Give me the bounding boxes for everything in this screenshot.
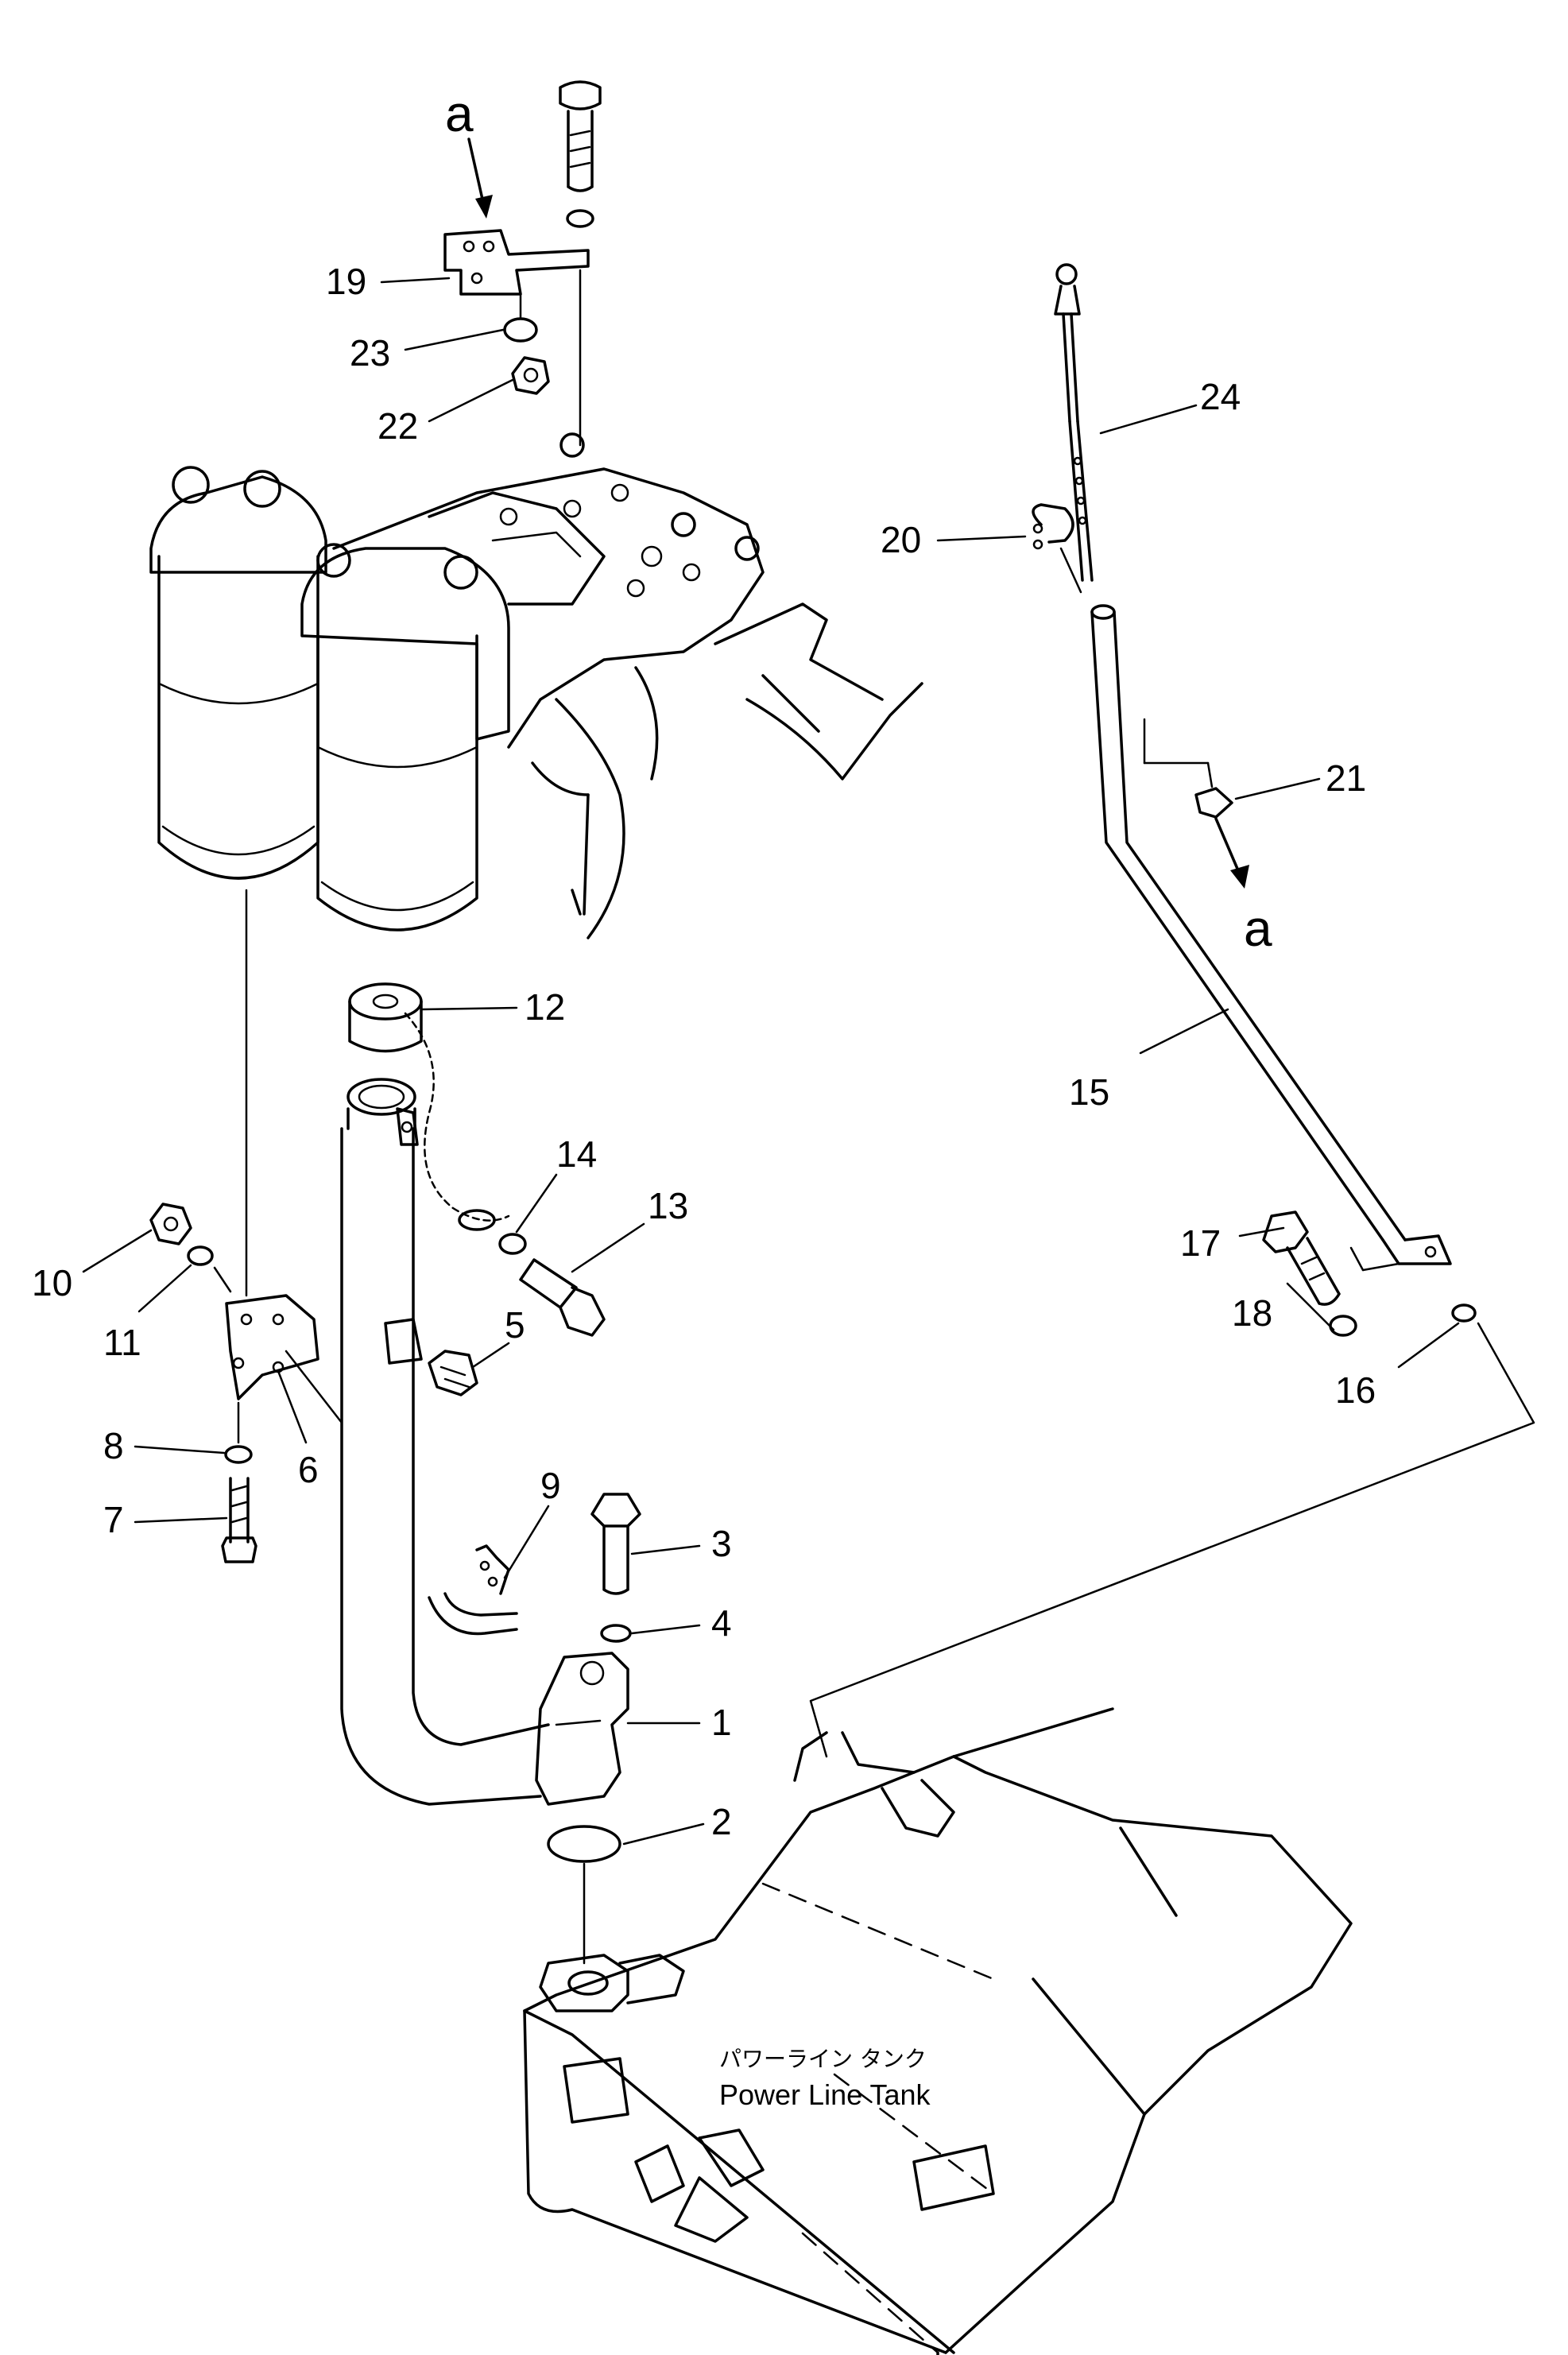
filter-assembly: [149, 432, 923, 939]
callout-1: 1: [711, 1702, 732, 1743]
callout-6: 6: [298, 1449, 319, 1490]
callout-17: 17: [1180, 1222, 1221, 1264]
callout-9: 9: [540, 1465, 561, 1506]
callout-20: 20: [881, 519, 921, 560]
callout-3: 3: [711, 1523, 732, 1564]
callout-5: 5: [505, 1304, 525, 1346]
callout-19: 19: [326, 261, 366, 302]
callout-14: 14: [556, 1133, 597, 1175]
ref-mark-right-a: a: [1244, 900, 1272, 957]
callout-4: 4: [711, 1602, 732, 1644]
callouts: 1 2 3 4 5 6 7 8 9 10 11 12 13: [32, 261, 1460, 1846]
bracket-group-6: [149, 889, 343, 1563]
callout-2: 2: [711, 1801, 732, 1842]
filler-pipe-group: [340, 982, 641, 1965]
callout-13: 13: [648, 1185, 688, 1226]
connection-line-16: [809, 1322, 1535, 1758]
reference-mark-right: a: [1214, 817, 1272, 957]
callout-16: 16: [1335, 1369, 1376, 1411]
callout-23: 23: [350, 332, 390, 374]
ref-mark-top-a: a: [445, 85, 474, 142]
callout-15: 15: [1069, 1071, 1109, 1113]
callout-21: 21: [1326, 757, 1366, 799]
callout-10: 10: [32, 1262, 72, 1303]
tank-label-english: Power Line Tank: [719, 2078, 931, 2111]
callout-22: 22: [377, 405, 418, 447]
reference-mark-top: a: [445, 85, 493, 219]
callout-7: 7: [103, 1499, 124, 1540]
callout-18: 18: [1232, 1292, 1272, 1334]
oil-level-gauge-group: [1032, 263, 1477, 1337]
callout-12: 12: [525, 986, 565, 1028]
power-line-tank: パワーライン タンク Power Line Tank: [523, 1707, 1353, 2355]
tank-label-japanese: パワーライン タンク: [719, 2046, 927, 2072]
bracket-group-19: [443, 80, 602, 447]
callout-24: 24: [1200, 376, 1241, 417]
callout-11: 11: [103, 1322, 141, 1363]
callout-8: 8: [103, 1425, 124, 1466]
